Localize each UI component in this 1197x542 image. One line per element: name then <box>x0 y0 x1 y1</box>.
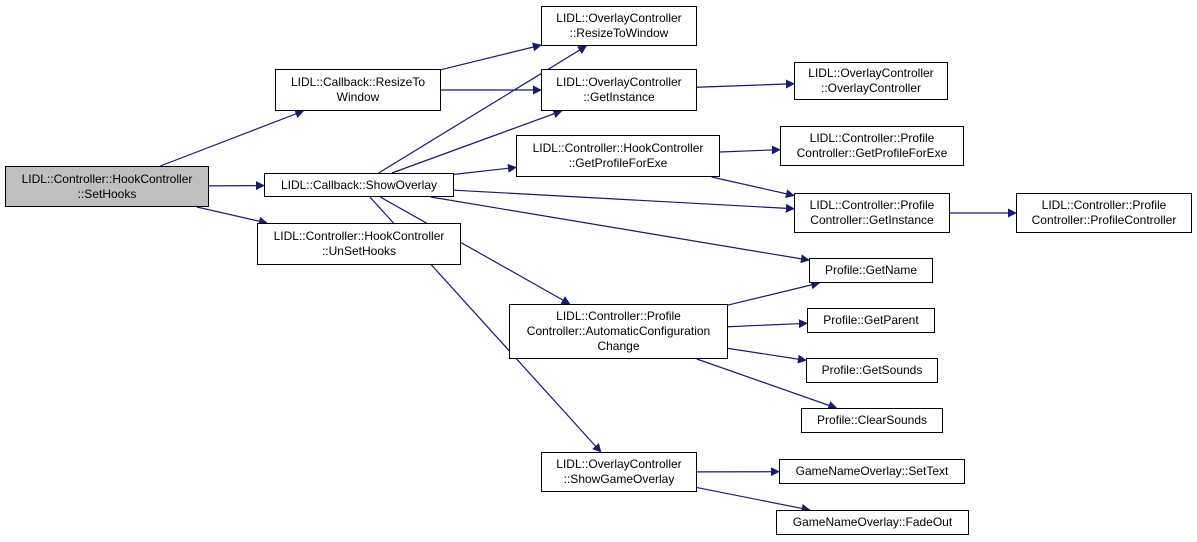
node-getinstance-pc[interactable]: LIDL::Controller::Profile Controller::Ge… <box>794 193 950 233</box>
edge-showoverlay-to-getinstance_pc <box>453 189 795 213</box>
node-settext[interactable]: GameNameOverlay::SetText <box>779 459 965 484</box>
node-showgameoverlay[interactable]: LIDL::OverlayController ::ShowGameOverla… <box>541 452 697 492</box>
node-clearsounds[interactable]: Profile::ClearSounds <box>801 408 943 433</box>
node-showoverlay[interactable]: LIDL::Callback::ShowOverlay <box>264 173 454 197</box>
edge-autoconfig-to-clearsounds <box>696 358 838 410</box>
node-ctor-oc[interactable]: LIDL::OverlayController ::OverlayControl… <box>794 62 948 100</box>
edge-showoverlay-to-getprofileforexe_hc <box>453 163 517 175</box>
node-resizeto-line-1: LIDL::Callback::ResizeTo <box>290 75 426 89</box>
node-getname[interactable]: Profile::GetName <box>809 258 933 283</box>
node-ctor-pc[interactable]: LIDL::Controller::Profile Controller::Pr… <box>1016 193 1192 233</box>
edge-sethooks-to-resizeto <box>160 109 305 167</box>
node-sethooks-line-1: LIDL::Controller::HookController <box>21 171 193 186</box>
node-getprofileforexe-hc-line-1: LIDL::Controller::HookController <box>532 141 704 155</box>
node-sethooks-line-2: ::SetHooks <box>77 186 137 201</box>
edge-showoverlay-to-autoconfig <box>379 196 571 305</box>
edge-getinstance_oc-to-ctor_oc <box>696 79 795 89</box>
node-ctor-oc-line-2: ::OverlayController <box>820 81 922 95</box>
node-resizeto-line-2: Window <box>336 90 380 104</box>
node-getinstance-oc-line-2: ::GetInstance <box>583 90 655 104</box>
node-getsounds-line-1: Profile::GetSounds <box>821 363 923 377</box>
node-getprofileforexe-pc-line-1: LIDL::Controller::Profile <box>809 131 935 145</box>
edge-showoverlay-to-getname <box>430 196 810 264</box>
node-getinstance-pc-line-1: LIDL::Controller::Profile <box>809 198 935 212</box>
edge-getprofileforexe_hc-to-getprofileforexe_pc <box>719 145 781 155</box>
node-getparent[interactable]: Profile::GetParent <box>807 308 935 333</box>
node-ctor-pc-line-2: Controller::ProfileController <box>1031 213 1177 227</box>
node-autoconfig[interactable]: LIDL::Controller::Profile Controller::Au… <box>509 304 728 359</box>
node-autoconfig-line-1: LIDL::Controller::Profile <box>556 309 681 323</box>
edge-autoconfig-to-getsounds <box>727 347 807 364</box>
node-resizetowindow-line-2: ::ResizeToWindow <box>569 26 669 40</box>
edge-getprofileforexe_hc-to-getinstance_pc <box>711 176 795 199</box>
node-getprofileforexe-pc[interactable]: LIDL::Controller::Profile Controller::Ge… <box>780 126 964 166</box>
edge-autoconfig-to-getparent <box>727 319 808 329</box>
node-ctor-pc-line-1: LIDL::Controller::Profile <box>1041 198 1167 212</box>
edge-showoverlay-to-resizetowindow <box>378 45 588 174</box>
node-resizeto[interactable]: LIDL::Callback::ResizeTo Window <box>275 69 441 111</box>
node-unsethooks-line-2: ::UnSetHooks <box>321 244 397 258</box>
edge-showoverlay-to-getinstance_oc <box>391 109 563 174</box>
node-getsounds[interactable]: Profile::GetSounds <box>806 358 938 383</box>
node-getparent-line-1: Profile::GetParent <box>823 313 919 327</box>
node-showgameoverlay-line-1: LIDL::OverlayController <box>556 457 682 471</box>
node-clearsounds-line-1: Profile::ClearSounds <box>816 413 928 427</box>
node-showgameoverlay-line-2: ::ShowGameOverlay <box>563 472 675 486</box>
edge-resizeto-to-resizetowindow <box>440 42 542 71</box>
node-getprofileforexe-hc[interactable]: LIDL::Controller::HookController ::GetPr… <box>516 135 720 177</box>
node-autoconfig-line-3: Change <box>597 339 640 353</box>
node-getinstance-pc-line-2: Controller::GetInstance <box>810 213 934 227</box>
node-fadeout[interactable]: GameNameOverlay::FadeOut <box>776 510 969 535</box>
node-settext-line-1: GameNameOverlay::SetText <box>795 464 949 478</box>
node-getprofileforexe-pc-line-2: Controller::GetProfileForExe <box>796 146 948 160</box>
node-resizetowindow-line-1: LIDL::OverlayController <box>556 11 682 25</box>
node-sethooks[interactable]: LIDL::Controller::HookController ::SetHo… <box>5 166 209 207</box>
edge-autoconfig-to-getname <box>727 280 821 306</box>
node-getinstance-oc-line-1: LIDL::OverlayController <box>556 75 682 89</box>
node-autoconfig-line-2: Controller::AutomaticConfiguration <box>526 324 711 338</box>
node-unsethooks[interactable]: LIDL::Controller::HookController ::UnSet… <box>257 223 461 265</box>
node-getinstance-oc[interactable]: LIDL::OverlayController ::GetInstance <box>541 69 697 111</box>
node-fadeout-line-1: GameNameOverlay::FadeOut <box>792 515 953 529</box>
edge-sethooks-to-unsethooks <box>196 206 268 226</box>
node-getprofileforexe-hc-line-2: ::GetProfileForExe <box>568 156 668 170</box>
node-getname-line-1: Profile::GetName <box>824 263 918 277</box>
node-ctor-oc-line-1: LIDL::OverlayController <box>808 66 934 80</box>
edge-showgameoverlay-to-fadeout <box>696 486 811 513</box>
node-showoverlay-line-1: LIDL::Callback::ShowOverlay <box>280 177 438 192</box>
node-resizetowindow[interactable]: LIDL::OverlayController ::ResizeToWindow <box>541 6 697 46</box>
node-unsethooks-line-1: LIDL::Controller::HookController <box>273 229 445 243</box>
